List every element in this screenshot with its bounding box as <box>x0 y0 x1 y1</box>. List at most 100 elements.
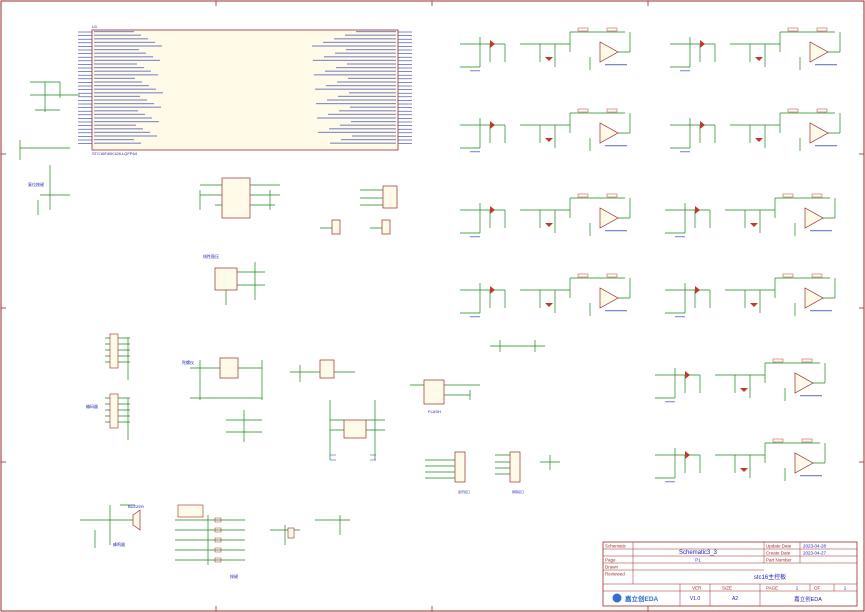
mcu-pin-name <box>94 131 150 133</box>
mcu-pin-name <box>94 113 145 115</box>
mcu-pin-name <box>326 85 396 87</box>
mcu-pin-name <box>352 135 396 137</box>
tb-of-label: OF <box>814 586 821 591</box>
mcu-pin-name <box>94 95 140 97</box>
mcu-pin-name <box>348 77 396 79</box>
logo: 嘉立创EDA <box>612 593 659 603</box>
mcu-pin-name <box>94 45 162 47</box>
reset-label: 复位按键 <box>28 181 44 187</box>
mcu-pin-name <box>94 135 157 137</box>
mcu-pin-name <box>94 117 152 119</box>
mcu-pin-name <box>94 63 137 65</box>
mcu-pin-name <box>94 121 159 123</box>
mcu-pin-name <box>94 92 163 94</box>
tb-update-label: Update Date <box>766 544 792 549</box>
mcu-pin-name <box>94 77 135 79</box>
mcu-pin-name <box>338 95 396 97</box>
tb-create-value: 2023-04-27 <box>803 551 827 556</box>
mcu-pin-name <box>94 38 148 40</box>
mcu-pin-name <box>330 142 396 144</box>
opamp-channel <box>670 108 841 153</box>
mcu-pin-name <box>314 74 396 76</box>
mcu-pin-name <box>313 59 396 61</box>
flash-label: FLASH <box>428 409 441 414</box>
tb-ver-label: VER <box>692 586 702 591</box>
mcu-pin-name <box>335 52 396 54</box>
logo-text: 嘉立创EDA <box>624 594 659 603</box>
mcu-pin-name <box>94 81 142 83</box>
tb-board-name: stc16主控板 <box>754 573 786 581</box>
mcu-pin-name <box>334 38 396 40</box>
opamp-channels <box>460 27 841 483</box>
opamp-channel <box>655 358 826 403</box>
mcu-pin-name <box>94 85 149 87</box>
gyro-label: 陀螺仪 <box>182 359 194 365</box>
mcu-pin-name <box>318 131 396 133</box>
mcu-block: U1 STC16F40K128-LQFP64 <box>78 24 412 156</box>
mcu-pin-name <box>325 70 396 72</box>
mcu-pin-name <box>94 124 136 126</box>
mcu-pin-name <box>94 106 161 108</box>
mcu-pin-name <box>94 128 143 130</box>
buzzer-label: BUZZER <box>128 504 144 509</box>
mcu-pin-name <box>329 128 396 130</box>
mcu-pin-name <box>337 81 396 83</box>
mcu-pin-name <box>323 41 396 43</box>
mcu-pin-name <box>94 34 141 36</box>
opamp-channel <box>670 27 841 72</box>
mcu-pin-name <box>94 70 151 72</box>
mcu-pin-name <box>339 110 396 112</box>
tb-schematic-value: Schematic3_3 <box>679 550 718 556</box>
tb-page-value: P1 <box>695 558 701 563</box>
tb-ver-value: V1.0 <box>690 596 701 602</box>
tb-of-value: 1 <box>844 586 847 591</box>
header-bodies <box>109 333 119 429</box>
mcu-pin-name <box>341 139 396 141</box>
tb-schematic-label: Schematic <box>605 544 627 549</box>
opamp-channel <box>665 273 836 318</box>
mcu-pin-name <box>94 142 141 144</box>
mcu-pin-name <box>345 34 396 36</box>
mcu-pin-name <box>312 45 396 47</box>
encoder-label: 编码器 <box>86 403 98 409</box>
ldo-label: 线性稳压 <box>203 253 219 259</box>
tb-page-num-value: 1 <box>796 586 799 591</box>
tb-size-value: A2 <box>732 596 738 602</box>
mcu-pin-name <box>94 139 134 141</box>
mid-filter <box>490 340 545 352</box>
mcu-pin-name <box>316 103 396 105</box>
mcu-pin-name <box>346 49 396 51</box>
small-ic-body <box>287 527 295 539</box>
mcu-pin-name <box>94 110 138 112</box>
tb-partnum-label: Part Number <box>766 558 792 563</box>
mcu-pin-name <box>94 103 154 105</box>
mcu-pin-name <box>340 124 396 126</box>
mcu-pin-name <box>94 74 158 76</box>
title-block: Schematic Page Drawn Reviewed Update Dat… <box>602 541 858 607</box>
tb-page-label: Page <box>605 558 616 563</box>
mcu-pin-name <box>94 88 156 90</box>
mcu-pin-name <box>351 121 396 123</box>
mcu-pin-name <box>328 113 396 115</box>
opamp-channel <box>655 438 826 483</box>
mcu-pin-name <box>315 88 396 90</box>
tb-footer-text: 嘉立创EDA <box>794 595 822 603</box>
mcu-ref: U1 <box>92 24 98 29</box>
mcu-pin-name <box>94 56 153 58</box>
mcu-pin-name <box>324 56 396 58</box>
bottom-connectors <box>425 451 560 483</box>
small-circuit-bottom <box>270 515 350 545</box>
mcu-pin-name <box>94 31 134 33</box>
mcu-pin-name <box>350 106 396 108</box>
screen-label: 屏幕接口 <box>512 489 524 494</box>
tb-drawn-label: Drawn <box>605 565 619 570</box>
mcu-pin-name <box>317 117 396 119</box>
tb-update-value: 2023-04-28 <box>803 544 827 549</box>
mcu-part: STC16F40K128-LQFP64 <box>92 151 138 156</box>
buzzer-circuit <box>80 504 141 548</box>
mcu-pin-name <box>94 41 155 43</box>
